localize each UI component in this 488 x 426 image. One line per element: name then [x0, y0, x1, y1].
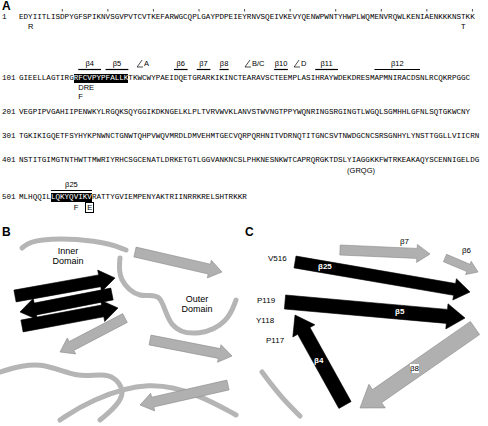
sequence: MLHQQIL	[19, 193, 51, 202]
strand-label: β7	[400, 237, 409, 246]
panel-letter: B	[2, 226, 11, 239]
ruler-tick	[107, 9, 108, 12]
beta-strand	[340, 244, 430, 262]
loop-marker	[245, 60, 251, 67]
strand-bar	[106, 69, 129, 70]
ruler-tick	[335, 9, 336, 12]
strand-label: β5	[113, 59, 122, 68]
strand-label: β12	[391, 59, 404, 68]
residue-label: P119	[257, 296, 275, 305]
loop-label: A	[144, 59, 149, 68]
strand-bar	[220, 69, 229, 70]
panel-letter: A	[2, 0, 11, 13]
loop-marker	[137, 60, 143, 67]
strand-label: β6	[177, 59, 186, 68]
strand-label: β11	[321, 59, 333, 68]
sequence: RATTYGVIEMPENYAKTRIINRRKRELSHTRKKR	[92, 193, 247, 202]
strand-label: β10	[275, 59, 288, 68]
strand-label: β25	[65, 180, 78, 189]
panel-letter: C	[245, 226, 254, 239]
mutation-label: DRE	[78, 83, 94, 92]
loop-marker	[294, 60, 300, 67]
residue-label: V516	[268, 254, 287, 263]
strand-bar	[315, 69, 338, 70]
protein-coil	[262, 372, 300, 416]
mutation-label: E	[85, 202, 94, 213]
highlighted-sequence: RFCVPYPFALLK	[74, 74, 129, 83]
protein-coil	[0, 365, 122, 420]
ruler-tick	[426, 9, 427, 12]
strand-bar	[274, 69, 288, 70]
beta-strand	[140, 380, 229, 411]
strand-bar	[174, 69, 188, 70]
strand-label: β7	[199, 59, 208, 68]
residue-label: P117	[266, 336, 284, 345]
sequence: EDYIITLISDPYGFSPIKNVSGVPVTCVTKEFARWGCQPL…	[19, 13, 475, 22]
residue-number: 201	[2, 108, 16, 117]
mutation-label: (GRQG)	[347, 166, 375, 175]
strand-label: β8	[410, 364, 419, 373]
strand-bar	[374, 69, 420, 70]
sequence: TKWCWYPAEIDQETGRARKIKINCTEARAVSCTEEMPLAS…	[128, 74, 470, 83]
ruler-tick	[472, 9, 473, 12]
sequence: VEGPIPVGAHIIPENWKYLRGQKSQYGGIKDKNGELKLPL…	[19, 108, 470, 117]
strand-label: β4	[314, 356, 323, 365]
strand-label: β8	[220, 59, 229, 68]
domain-label: Inner Domain	[46, 246, 90, 266]
residue-label: Y118	[256, 316, 274, 325]
strand-bar	[51, 190, 92, 191]
mutation-label: F	[78, 92, 83, 101]
mutation-label: R	[28, 22, 33, 31]
strand-label: β4	[85, 59, 94, 68]
residue-number: 101	[2, 74, 16, 83]
residue-number: 401	[2, 156, 16, 165]
beta-strand	[134, 247, 222, 278]
strand-label: β5	[395, 307, 404, 316]
ruler-tick	[153, 9, 154, 12]
strand-label: β25	[318, 262, 332, 271]
sequence: GIEELLAGTIRG	[19, 74, 74, 83]
ruler-tick	[290, 9, 291, 12]
strand-label: β6	[462, 246, 471, 255]
strand-bar	[78, 69, 101, 70]
beta-strand	[293, 315, 351, 408]
residue-number: 1	[2, 13, 7, 22]
beta-strand	[443, 254, 478, 274]
beta-strand	[21, 300, 118, 332]
mutation-label: F	[74, 203, 79, 212]
strand-bar	[197, 69, 211, 70]
domain-label: Outer Domain	[174, 294, 220, 314]
beta-strand	[294, 256, 470, 300]
beta-strand	[149, 335, 232, 362]
residue-number: 301	[2, 132, 16, 141]
sequence: NSTITGIMGTNTHWTTMWRIYRHCSGCENATLDRKETGTL…	[19, 156, 479, 165]
ruler-tick	[199, 9, 200, 12]
loop-label: D	[301, 59, 306, 68]
sequence: TGKIKIGQETFSYHYKPNWNCTGNWTQHPVWQVMRDLDMV…	[19, 132, 479, 141]
mutation-label: T	[461, 22, 466, 31]
highlighted-sequence: LQKYQVIKV	[51, 193, 92, 202]
ruler-tick	[381, 9, 382, 12]
residue-number: 501	[2, 193, 16, 202]
ruler-tick	[244, 9, 245, 12]
beta-strand	[360, 321, 480, 408]
ruler-tick	[62, 9, 63, 12]
loop-label: B/C	[252, 59, 265, 68]
